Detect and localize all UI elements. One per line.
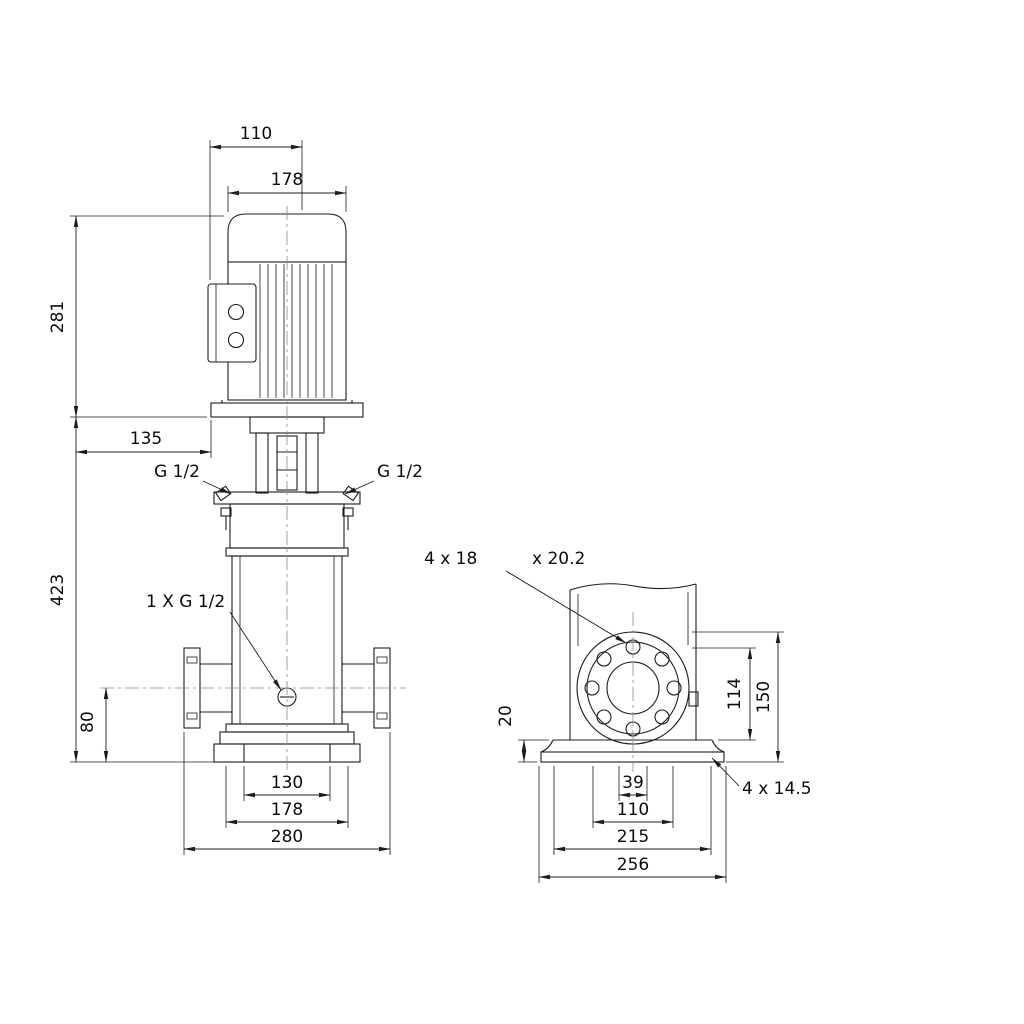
coupling-guard-right	[305, 432, 319, 494]
dim-110-top-label: 110	[240, 124, 272, 144]
coupling-guard-left	[255, 432, 269, 494]
dim-150-label: 150	[754, 681, 774, 713]
side-dimensions: 4 x 18 x 20.2 20 114 150 4 x 14.5 39 110	[424, 549, 812, 883]
dim-256-label: 256	[617, 855, 649, 875]
front-dimensions: 110 178 281 423 135 G 1/2 G 1/2 1 X G 1/…	[48, 124, 423, 855]
dim-135-label: 135	[130, 429, 162, 449]
dim-114-label: 114	[725, 678, 745, 710]
motor	[207, 213, 364, 434]
dim-178-motor-label: 178	[271, 170, 303, 190]
base-holes-label: 4 x 14.5	[742, 779, 812, 799]
dim-39-label: 39	[622, 773, 644, 793]
dim-20-label: 20	[496, 705, 516, 727]
base-plate-side	[540, 751, 725, 763]
flange-face-right	[373, 647, 391, 729]
centerlines	[100, 206, 634, 772]
port-flange-face	[576, 631, 699, 745]
dim-280-label: 280	[271, 827, 303, 847]
flange-holes-leader	[505, 570, 627, 644]
dim-215-label: 215	[617, 827, 649, 847]
dim-281-label: 281	[48, 301, 68, 333]
port-right-label: G 1/2	[377, 462, 423, 482]
base-side	[540, 739, 725, 763]
terminal-box-gland-top	[227, 303, 245, 321]
side-view	[540, 583, 725, 763]
dim-130-label: 130	[271, 773, 303, 793]
dim-178-base-label: 178	[271, 800, 303, 820]
flange-tab	[688, 691, 699, 707]
motor-fins	[259, 264, 333, 398]
drain-port-label: 1 X G 1/2	[146, 592, 225, 612]
drain-port-leader	[229, 611, 282, 691]
port-right-leader	[344, 480, 375, 495]
terminal-box	[207, 283, 257, 363]
dim-80-label: 80	[78, 711, 98, 733]
terminal-box-gland-bottom	[227, 331, 245, 349]
counterbore-label: x 20.2	[532, 549, 585, 569]
port-left-leader	[202, 480, 232, 495]
dim-423-label: 423	[48, 574, 68, 606]
sleeve-side	[569, 583, 697, 740]
port-left-label: G 1/2	[154, 462, 200, 482]
discharge-flange	[342, 647, 391, 729]
base-holes-leader	[711, 757, 740, 787]
dim-110-side-label: 110	[617, 800, 649, 820]
flange-holes-label: 4 x 18	[424, 549, 477, 569]
